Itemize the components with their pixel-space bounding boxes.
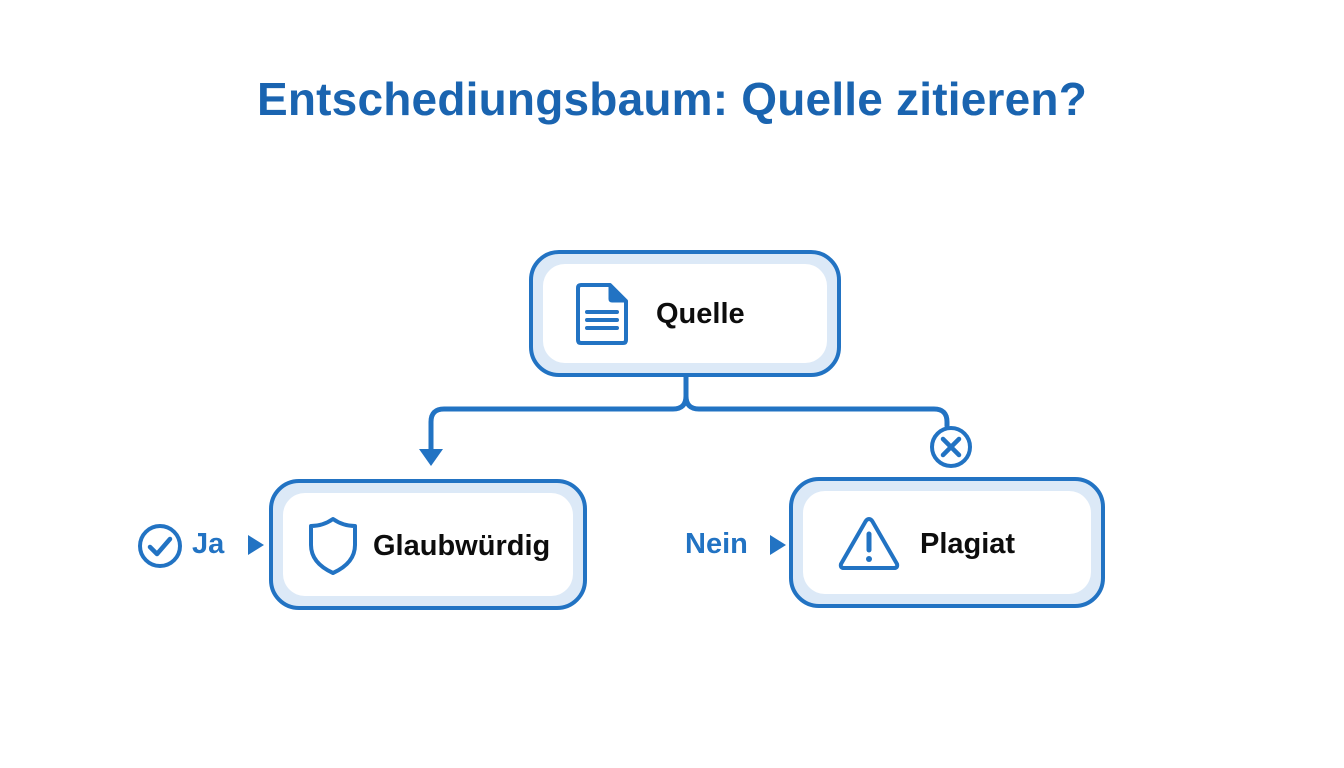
check-circle-icon <box>138 524 182 568</box>
node-label: Plagiat <box>920 528 1016 560</box>
node-quelle[interactable]: Quelle <box>529 250 841 377</box>
node-label: Quelle <box>656 298 745 330</box>
node-inner <box>283 493 573 596</box>
arrow-right-icon <box>770 535 786 555</box>
warning-icon <box>838 517 900 570</box>
node-plagiat[interactable]: Plagiat <box>789 477 1105 608</box>
node-glaubwuerdig[interactable]: Glaubwürdig <box>269 479 587 610</box>
node-label: Glaubwürdig <box>373 530 551 562</box>
arrow-right-icon <box>248 535 264 555</box>
shield-icon <box>309 517 357 575</box>
node-inner <box>803 491 1091 594</box>
document-icon <box>576 283 628 345</box>
arrow-down-icon <box>419 449 443 466</box>
branch-label-ja: Ja <box>192 528 225 560</box>
x-circle-icon <box>930 426 972 468</box>
branch-label-nein: Nein <box>685 528 748 560</box>
diagram-title: Entschediungsbaum: Quelle zitieren? <box>256 73 1087 125</box>
